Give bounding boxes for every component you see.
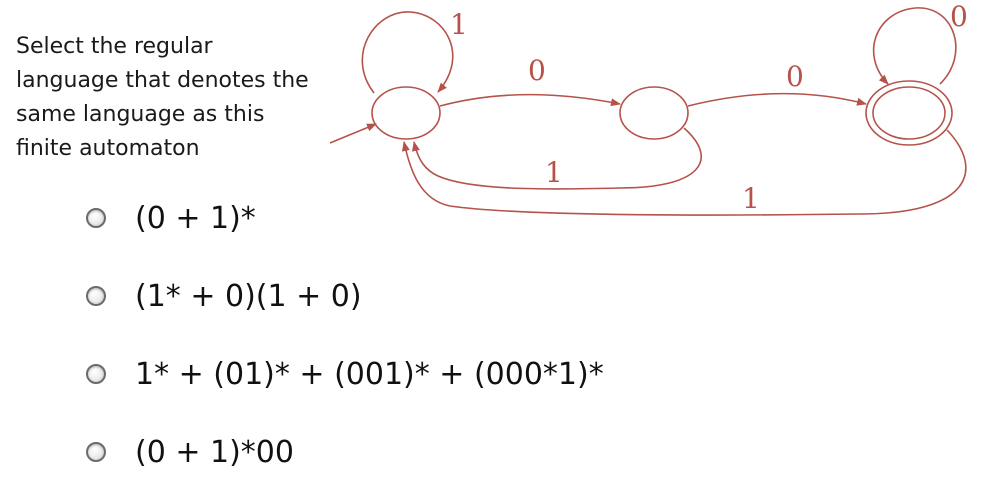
label-q1-to-q2: 0 (786, 60, 804, 93)
label-q0-self-loop: 1 (450, 8, 468, 41)
edge-q2-to-q0 (401, 129, 967, 216)
edge-q0-self-loop (361, 11, 454, 94)
radio-button[interactable] (86, 442, 106, 462)
option-label: (1* + 0)(1 + 0) (135, 278, 362, 314)
radio-button[interactable] (86, 286, 106, 306)
answer-option-2[interactable]: (1* + 0)(1 + 0) (86, 274, 362, 318)
edge-q1-to-q2 (687, 92, 867, 107)
finite-automaton-diagram: 1 0 0 0 1 1 (329, 0, 968, 216)
state-q2-accepting-outer (865, 80, 953, 146)
label-q2-to-q0: 1 (742, 182, 760, 215)
question-text: Select the regular language that denotes… (16, 34, 309, 161)
start-arrow (329, 123, 377, 144)
answer-option-3[interactable]: 1* + (01)* + (001)* + (000*1)* (86, 352, 604, 396)
state-q2-accepting-inner (872, 86, 946, 140)
radio-button[interactable] (86, 208, 106, 228)
label-q2-self-loop: 0 (950, 0, 968, 33)
answer-option-1[interactable]: (0 + 1)* (86, 196, 256, 240)
label-q0-to-q1: 0 (528, 54, 546, 87)
state-q0 (371, 86, 441, 140)
option-label: 1* + (01)* + (001)* + (000*1)* (135, 356, 604, 392)
answer-option-4[interactable]: (0 + 1)*00 (86, 430, 294, 474)
edge-q1-to-q0 (412, 127, 703, 190)
option-label: (0 + 1)* (135, 200, 256, 236)
state-q1 (619, 86, 689, 140)
edge-q2-self-loop (872, 7, 957, 85)
label-q1-to-q0: 1 (545, 156, 563, 189)
edge-q0-to-q1 (439, 93, 621, 107)
option-label: (0 + 1)*00 (135, 434, 294, 470)
radio-button[interactable] (86, 364, 106, 384)
